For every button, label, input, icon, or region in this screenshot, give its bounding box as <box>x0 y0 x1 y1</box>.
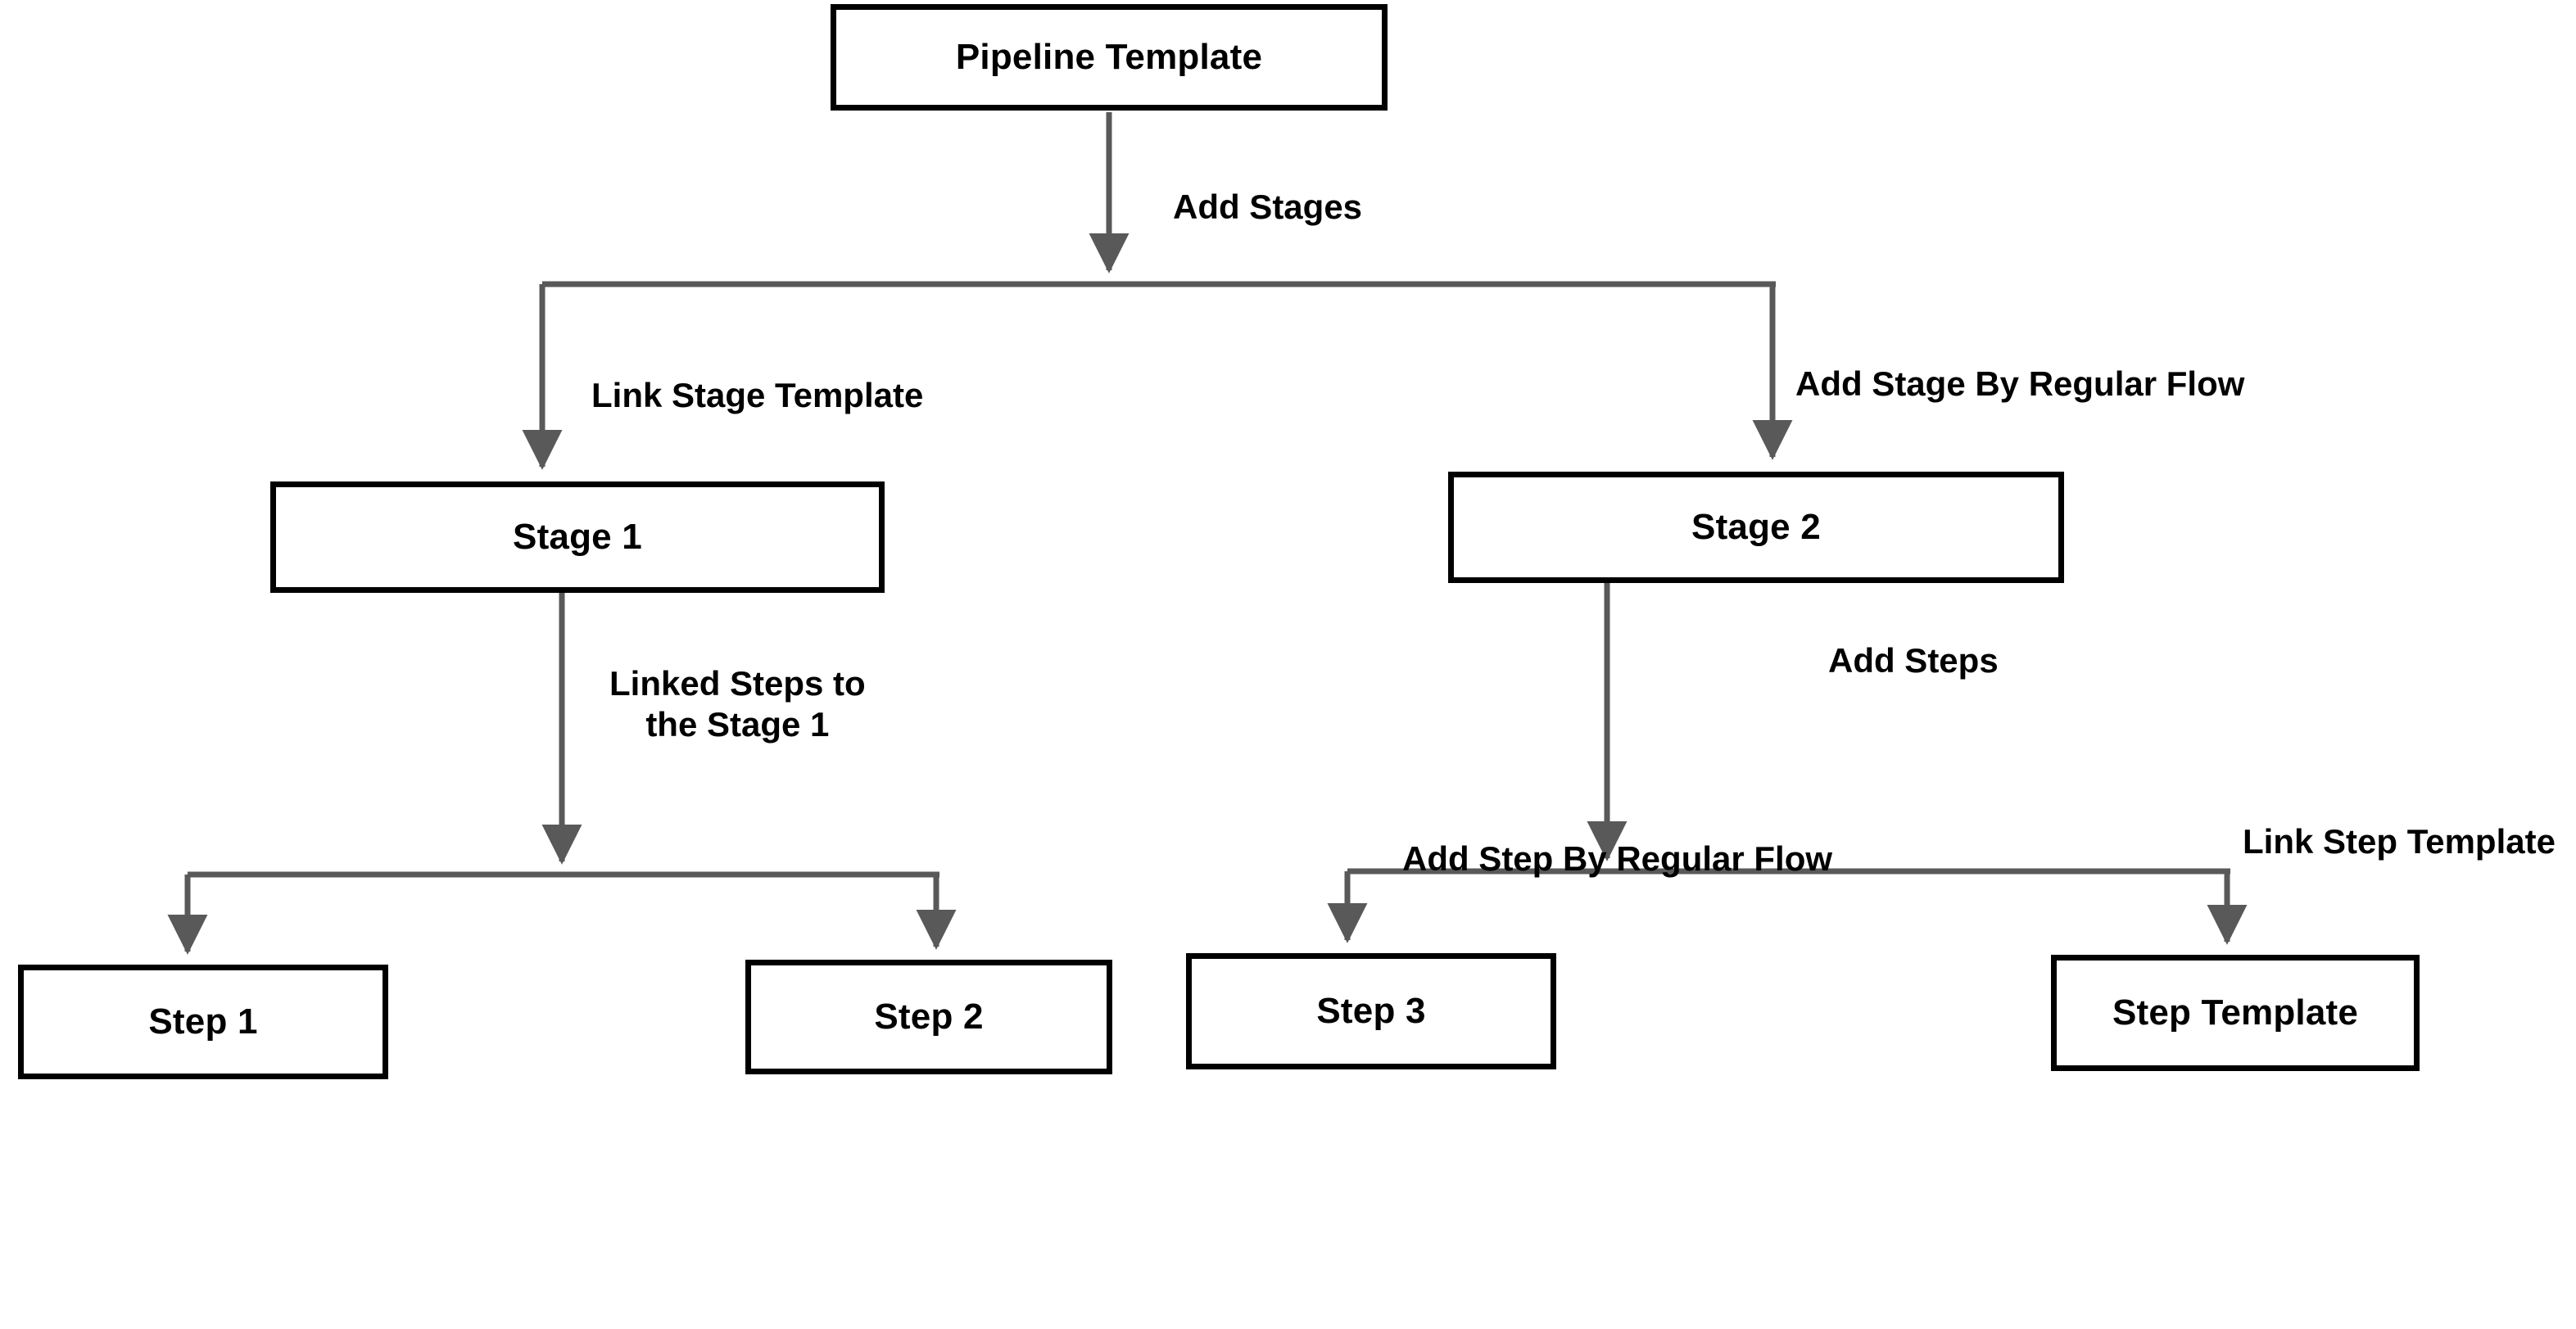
edge-label-add-steps: Add Steps <box>1828 641 1999 680</box>
edge-label-add-stages: Add Stages <box>1173 188 1363 226</box>
edge-label-link-stage-template: Link Stage Template <box>591 376 924 414</box>
node-label-stage-1: Stage 1 <box>513 517 642 557</box>
edge-label-add-step-by-regular-flow: Add Step By Regular Flow <box>1402 839 1833 878</box>
node-label-stage-2: Stage 2 <box>1691 507 1821 547</box>
node-stage-2[interactable]: Stage 2 <box>1448 472 2064 583</box>
edge-label-linked-steps-to-stage-1: Linked Steps to the Stage 1 <box>609 664 866 744</box>
edge-label-link-step-template: Link Step Template <box>2243 822 2556 861</box>
node-label-step-2: Step 2 <box>874 997 984 1037</box>
node-step-1[interactable]: Step 1 <box>18 965 388 1079</box>
node-label-step-1: Step 1 <box>148 1001 258 1042</box>
edge-label-add-stage-by-regular-flow: Add Stage By Regular Flow <box>1795 364 2245 403</box>
node-label-pipeline-template: Pipeline Template <box>955 37 1263 77</box>
node-label-step-template: Step Template <box>2112 992 2359 1033</box>
node-stage-1[interactable]: Stage 1 <box>270 481 885 593</box>
node-label-step-3: Step 3 <box>1316 991 1426 1031</box>
node-step-3[interactable]: Step 3 <box>1186 953 1556 1069</box>
node-step-2[interactable]: Step 2 <box>745 960 1112 1074</box>
node-step-template[interactable]: Step Template <box>2051 955 2420 1071</box>
node-pipeline-template[interactable]: Pipeline Template <box>831 4 1388 111</box>
